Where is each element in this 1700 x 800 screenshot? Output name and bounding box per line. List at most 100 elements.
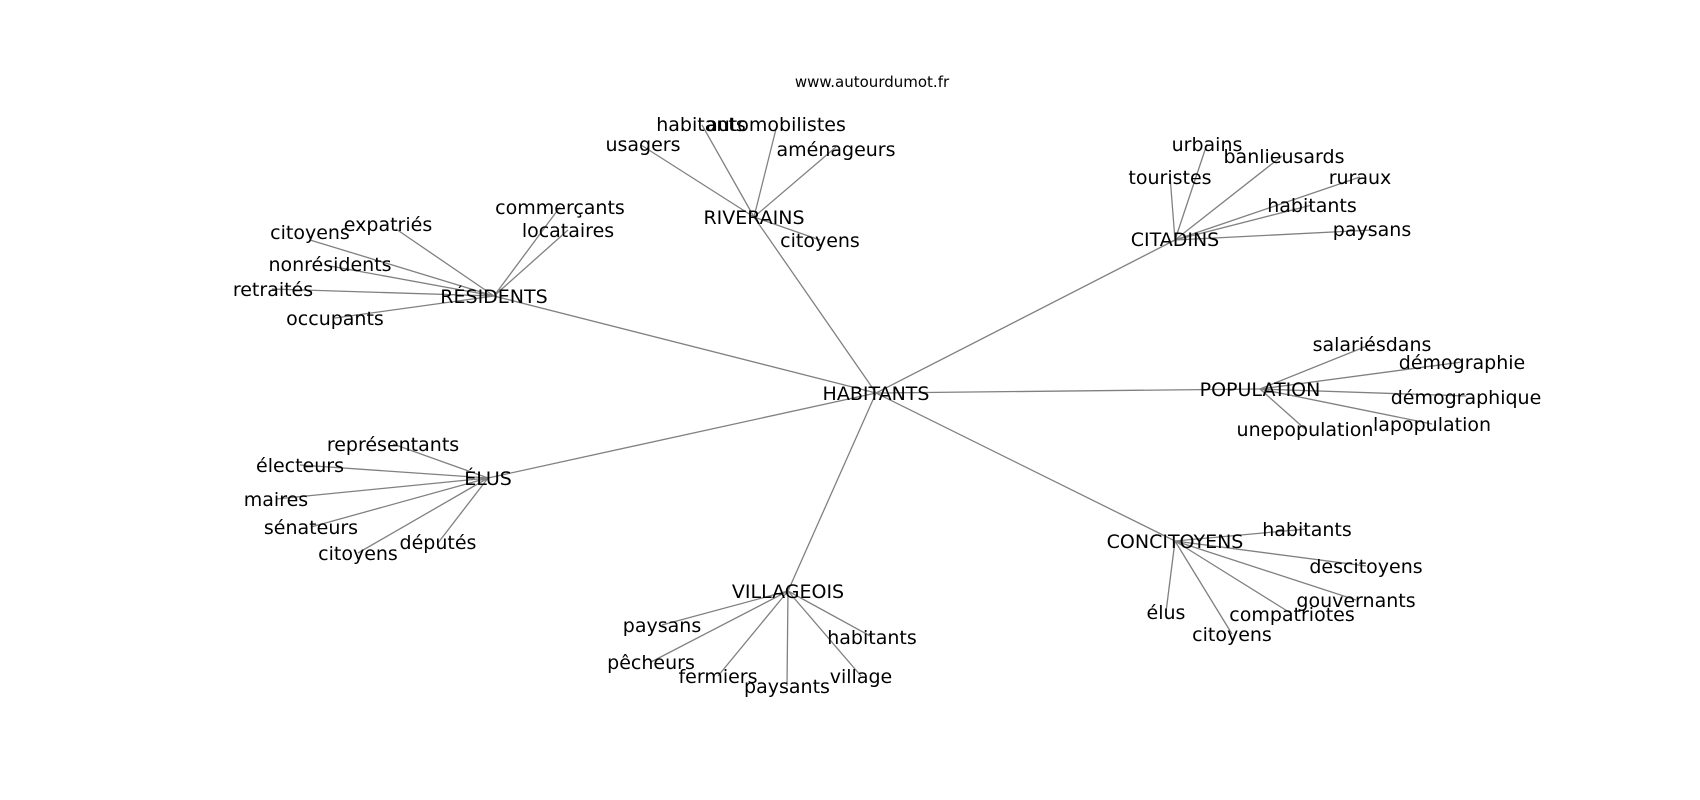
- edge-center-residents: [493, 295, 877, 394]
- edge-elus-electeurs: [299, 464, 489, 479]
- node-hub-residents[interactable]: RÉSIDENTS: [440, 285, 547, 308]
- edge-citadins-paysans: [1174, 229, 1373, 241]
- node-word-concitoyens-elus[interactable]: élus: [1147, 602, 1186, 624]
- node-word-concitoyens-gouvernants[interactable]: gouvernants: [1296, 590, 1415, 612]
- edge-villageois-pecheurs: [650, 590, 789, 663]
- node-word-residents-nonresidents[interactable]: nonrésidents: [268, 254, 391, 276]
- node-word-elus-senateurs[interactable]: sénateurs: [264, 517, 358, 539]
- edge-population-demographique: [1259, 388, 1467, 397]
- edge-residents-retraites: [271, 288, 495, 297]
- node-word-riverains-usagers[interactable]: usagers: [605, 134, 680, 156]
- node-word-villageois-pecheurs[interactable]: pêcheurs: [607, 652, 695, 674]
- node-word-residents-retraites[interactable]: retraités: [233, 279, 313, 301]
- edge-elus-senateurs: [310, 477, 489, 528]
- edge-center-elus: [487, 392, 877, 479]
- edge-population-salariesdans: [1259, 343, 1373, 390]
- edge-villageois-paysans: [661, 590, 789, 626]
- edge-population-lapopulation: [1259, 388, 1433, 425]
- edge-citadins-banlieusards: [1174, 155, 1283, 241]
- node-word-elus-citoyens[interactable]: citoyens: [318, 543, 398, 565]
- edge-concitoyens-compatriotes: [1174, 540, 1293, 615]
- node-word-residents-commercants[interactable]: commerçants: [495, 197, 625, 219]
- node-word-riverains-automobilistes[interactable]: automobilistes: [706, 114, 846, 136]
- node-word-residents-citoyens[interactable]: citoyens: [270, 222, 350, 244]
- edge-concitoyens-habitants: [1174, 528, 1308, 542]
- node-word-villageois-fermiers[interactable]: fermiers: [678, 666, 757, 688]
- edge-center-concitoyens: [875, 392, 1176, 542]
- node-word-residents-expatries[interactable]: expatriés: [344, 214, 432, 236]
- edge-concitoyens-gouvernants: [1174, 540, 1357, 601]
- node-word-villageois-paysants[interactable]: paysants: [744, 676, 830, 698]
- edge-elus-maires: [275, 477, 489, 500]
- node-word-concitoyens-habitants[interactable]: habitants: [1262, 519, 1352, 541]
- node-word-citadins-urbains[interactable]: urbains: [1172, 134, 1243, 156]
- node-word-elus-electeurs[interactable]: électeurs: [256, 455, 344, 477]
- node-word-concitoyens-citoyens[interactable]: citoyens: [1192, 624, 1272, 646]
- node-hub-elus[interactable]: ÉLUS: [464, 467, 512, 490]
- node-word-concitoyens-compatriotes[interactable]: compatriotes: [1229, 604, 1355, 626]
- edge-concitoyens-citoyens: [1174, 540, 1233, 635]
- node-word-population-lapopulation[interactable]: lapopulation: [1373, 414, 1491, 436]
- edge-concitoyens-descitoyens: [1174, 540, 1367, 567]
- node-hub-citadins[interactable]: CITADINS: [1131, 229, 1220, 251]
- edge-citadins-urbains: [1174, 143, 1208, 241]
- edge-riverains-amenageurs: [753, 146, 837, 218]
- graph-labels: HABITANTSRÉSIDENTSexpatriéscitoyensnonré…: [233, 114, 1541, 698]
- node-word-residents-occupants[interactable]: occupants: [286, 308, 384, 330]
- node-hub-concitoyens[interactable]: CONCITOYENS: [1107, 531, 1244, 553]
- node-word-citadins-paysans[interactable]: paysans: [1333, 219, 1411, 241]
- node-word-citadins-ruraux[interactable]: ruraux: [1329, 167, 1392, 189]
- edge-center-riverains: [753, 216, 877, 394]
- edge-villageois-village: [787, 590, 862, 677]
- node-word-riverains-citoyens[interactable]: citoyens: [780, 230, 860, 252]
- site-credit[interactable]: www.autourdumot.fr: [795, 73, 950, 91]
- node-word-elus-maires[interactable]: maires: [244, 489, 308, 511]
- node-word-population-unepopulation[interactable]: unepopulation: [1237, 419, 1374, 441]
- node-word-citadins-habitants[interactable]: habitants: [1267, 195, 1357, 217]
- node-center-habitants[interactable]: HABITANTS: [823, 383, 930, 405]
- edge-riverains-habitants: [701, 124, 755, 218]
- edge-residents-nonresidents: [329, 265, 495, 297]
- graph-edges: [271, 124, 1467, 687]
- node-word-villageois-habitants[interactable]: habitants: [827, 627, 917, 649]
- node-word-citadins-touristes[interactable]: touristes: [1128, 167, 1211, 189]
- edge-center-citadins: [875, 239, 1176, 394]
- edge-residents-expatries: [395, 228, 495, 297]
- node-word-riverains-amenageurs[interactable]: aménageurs: [776, 139, 895, 161]
- node-word-elus-deputes[interactable]: députés: [400, 532, 477, 554]
- node-word-population-salariesdans[interactable]: salariésdans: [1313, 334, 1432, 356]
- node-word-citadins-banlieusards[interactable]: banlieusards: [1223, 146, 1344, 168]
- edge-elus-deputes: [437, 477, 489, 544]
- edge-villageois-habitants: [787, 590, 873, 638]
- edge-riverains-usagers: [640, 144, 755, 218]
- edge-concitoyens-elus: [1165, 540, 1176, 613]
- edge-residents-citoyens: [309, 239, 495, 297]
- edge-population-demographie: [1259, 361, 1463, 390]
- edge-citadins-habitants: [1174, 204, 1313, 241]
- node-word-villageois-paysans[interactable]: paysans: [623, 615, 701, 637]
- node-word-riverains-habitants[interactable]: habitants: [656, 114, 746, 136]
- edge-residents-commercants: [493, 206, 561, 297]
- edge-elus-citoyens: [357, 477, 489, 554]
- node-hub-riverains[interactable]: RIVERAINS: [703, 207, 804, 229]
- edge-riverains-automobilistes: [753, 124, 778, 218]
- edge-residents-locataires: [493, 229, 569, 297]
- node-word-population-demographie[interactable]: démographie: [1399, 352, 1525, 374]
- edge-population-unepopulation: [1259, 388, 1306, 430]
- edge-residents-occupants: [334, 295, 495, 319]
- node-word-population-demographique[interactable]: démographique: [1391, 387, 1542, 409]
- node-hub-villageois[interactable]: VILLAGEOIS: [732, 581, 844, 603]
- edge-citadins-touristes: [1169, 175, 1176, 241]
- node-word-concitoyens-descitoyens[interactable]: descitoyens: [1309, 556, 1422, 578]
- node-word-villageois-village[interactable]: village: [830, 666, 892, 688]
- edge-villageois-fermiers: [717, 590, 789, 677]
- edge-villageois-paysants: [786, 590, 789, 687]
- edge-elus-representants: [392, 443, 489, 479]
- edge-center-population: [875, 388, 1261, 394]
- node-hub-population[interactable]: POPULATION: [1200, 379, 1321, 401]
- edge-riverains-citoyens: [753, 216, 821, 241]
- edge-citadins-ruraux: [1174, 176, 1361, 241]
- node-word-elus-representants[interactable]: représentants: [327, 434, 459, 456]
- node-word-residents-locataires[interactable]: locataires: [522, 220, 614, 242]
